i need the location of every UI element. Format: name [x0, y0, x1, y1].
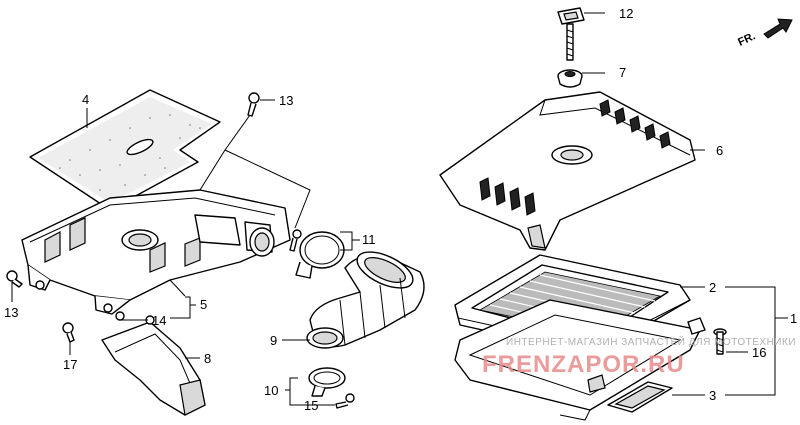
- part-17-bolt: [62, 322, 75, 343]
- front-arrow-icon: [763, 18, 793, 39]
- watermark-subtitle: ИНТЕРНЕТ-МАГАЗИН ЗАПЧАСТЕЙ ДЛЯ МОТОТЕХНИ…: [506, 335, 796, 348]
- part-10-clamp: [308, 367, 346, 397]
- part-11-clamp: [295, 231, 345, 279]
- fr-label: FR.: [736, 30, 757, 48]
- part-5-lower-housing: [21, 189, 291, 315]
- part-12-bolt: [557, 7, 585, 61]
- watermark-site: FRENZAPOR.RU: [482, 351, 685, 378]
- callout-3: 3: [709, 388, 716, 403]
- part-6-upper-cover: [439, 91, 696, 251]
- part-16-screw: [713, 328, 727, 355]
- part-8-resonator-duct: [101, 321, 206, 416]
- part-13-screw-mid: [289, 229, 302, 252]
- part-15-screw: [335, 393, 355, 409]
- callout-1: 1: [790, 311, 797, 326]
- callout-12: 12: [619, 6, 633, 21]
- part-14-fastener: [115, 311, 155, 325]
- callout-9: 9: [270, 333, 277, 348]
- callout-13-top: 13: [279, 93, 293, 108]
- callout-8: 8: [204, 351, 211, 366]
- callout-11: 11: [362, 232, 376, 247]
- callout-10: 10: [264, 383, 278, 398]
- callout-5: 5: [200, 297, 207, 312]
- part-13-bolt-left: [6, 270, 23, 288]
- watermark: ИНТЕРНЕТ-МАГАЗИН ЗАПЧАСТЕЙ ДЛЯ МОТОТЕХНИ…: [482, 335, 796, 378]
- callout-13-left: 13: [4, 305, 18, 320]
- front-direction-indicator: FR.: [736, 18, 793, 49]
- leader-lines: [11, 12, 788, 406]
- callout-7: 7: [619, 65, 626, 80]
- callout-4: 4: [82, 92, 89, 107]
- callout-17: 17: [63, 357, 77, 372]
- callout-14: 14: [152, 313, 166, 328]
- callout-16: 16: [752, 345, 766, 360]
- part-4-filter-sheet: [29, 89, 221, 211]
- part-3-gasket: [607, 381, 673, 413]
- callout-2: 2: [709, 280, 716, 295]
- part-7-grommet: [557, 69, 583, 88]
- callout-labels: 4 13 12 7 6 11 5 14 13 17 8 9 10 15 2 1 …: [4, 6, 797, 413]
- part-13-bolt-top: [247, 92, 260, 117]
- callout-6: 6: [716, 143, 723, 158]
- part-1-lower-tray: [454, 299, 706, 421]
- part-9-intake-duct: [306, 251, 425, 349]
- callout-15: 15: [304, 398, 318, 413]
